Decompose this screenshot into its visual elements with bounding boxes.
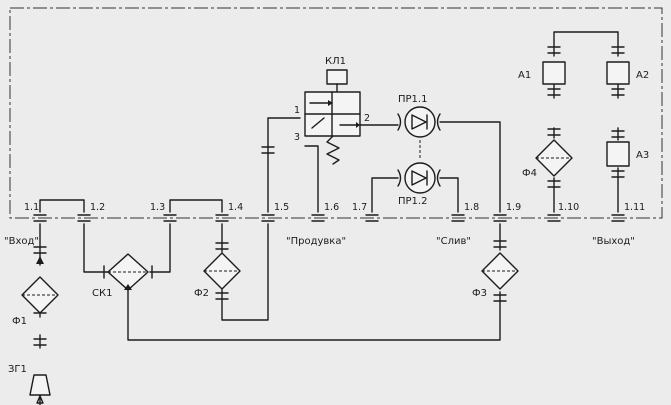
drain-label: "Слив" — [436, 236, 471, 247]
filter-label: Ф2 — [194, 288, 209, 299]
analyzer-a1: А1 — [518, 61, 566, 85]
filter-f2: Ф2 — [194, 252, 241, 299]
filter-f4: Ф4 — [522, 139, 573, 179]
flow-arrow-icon — [36, 256, 44, 264]
enclosure-boundary — [9, 7, 663, 219]
valve-port-label: 1 — [294, 105, 300, 116]
purge-label: "Продувка" — [286, 236, 346, 247]
source-label: ЗГ1 — [8, 364, 27, 375]
valve-label: КЛ1 — [325, 56, 346, 67]
port-label: 1.10 — [558, 202, 579, 213]
port-label: 1.8 — [464, 202, 479, 213]
port-label: 1.1 — [24, 202, 39, 213]
analyzer-label: А3 — [636, 150, 649, 161]
pipelines — [39, 31, 619, 405]
filter-f3: Ф3 — [472, 252, 519, 299]
filter-f1: Ф1 — [12, 276, 59, 327]
port-label: 1.6 — [324, 202, 339, 213]
port-labels: 1.1 1.2 1.3 1.4 1.5 1.6 1.7 1.8 1.9 1.10… — [24, 202, 645, 213]
analyzer-a3: А3 — [606, 141, 649, 167]
port-label: 1.7 — [352, 202, 367, 213]
valve-port-label: 2 — [364, 113, 370, 124]
port-label: 1.9 — [506, 202, 521, 213]
filter-label: Ф1 — [12, 316, 27, 327]
regulator-1: ПР1.1 — [397, 94, 441, 138]
inlet-label: "Вход" — [4, 236, 39, 247]
analyzer-label: А1 — [518, 70, 531, 81]
port-label: 1.4 — [228, 202, 243, 213]
regulator-2: ПР1.2 — [397, 162, 441, 207]
outlet-label: "Выход" — [592, 236, 635, 247]
port-label: 1.3 — [150, 202, 165, 213]
check-valve: СК1 — [92, 253, 153, 299]
analyzer-label: А2 — [636, 70, 649, 81]
analyzer-a2: А2 — [606, 61, 649, 85]
port-label: 1.11 — [624, 202, 645, 213]
valve-port-label: 3 — [294, 132, 300, 143]
solenoid-valve: КЛ1 1 2 3 — [294, 56, 370, 165]
regulator-label: ПР1.1 — [398, 94, 427, 105]
check-valve-label: СК1 — [92, 288, 112, 299]
gas-source: ЗГ1 — [8, 364, 51, 404]
port-label: 1.5 — [274, 202, 289, 213]
port-label: 1.2 — [90, 202, 105, 213]
filter-label: Ф4 — [522, 168, 537, 179]
filter-label: Ф3 — [472, 288, 487, 299]
regulator-label: ПР1.2 — [398, 196, 427, 207]
